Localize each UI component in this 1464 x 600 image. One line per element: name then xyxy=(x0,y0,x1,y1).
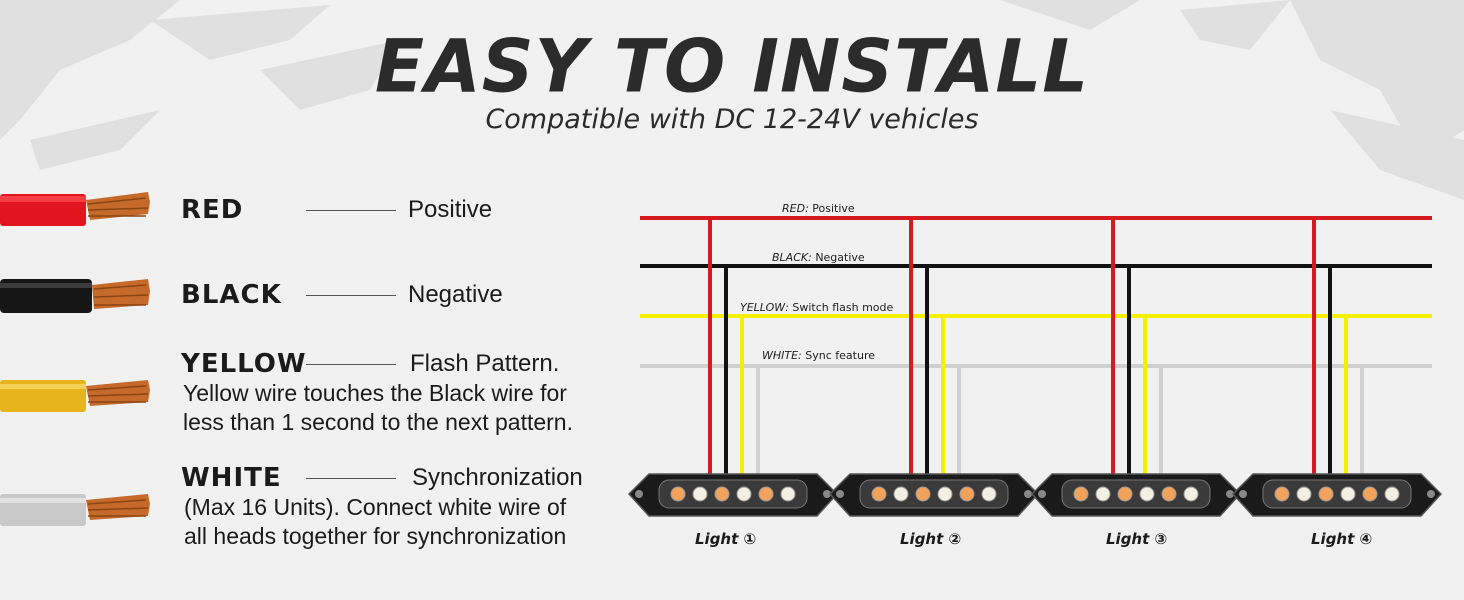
legend-red-function: Positive xyxy=(408,196,493,223)
light-1-led xyxy=(692,486,708,502)
white-bus-label-text: Sync feature xyxy=(805,349,875,362)
page-title: EASY TO INSTALL xyxy=(374,23,1090,109)
legend-white-description: (Max 16 Units). Connect white wire of al… xyxy=(184,493,566,551)
legend-white-function: Synchronization xyxy=(412,464,583,491)
legend-white-desc-line-2: all heads together for synchronization xyxy=(184,523,567,549)
light-1-head xyxy=(627,473,839,517)
light-2-led xyxy=(915,486,931,502)
legend-white-name: WHITE xyxy=(181,463,282,493)
legend-black-name: BLACK xyxy=(181,280,282,310)
light-1-white-wire xyxy=(754,364,760,474)
light-4-black-wire xyxy=(1326,264,1332,474)
light-1-led xyxy=(736,486,752,502)
red-bus-label-name: RED: xyxy=(782,202,809,215)
light-3-head xyxy=(1030,473,1242,517)
yellow-bus-label-name: YELLOW: xyxy=(740,301,789,314)
white-bus-label: WHITE: Sync feature xyxy=(762,349,875,362)
legend-black-connector xyxy=(306,295,396,296)
light-1-led xyxy=(714,486,730,502)
light-1-yellow-wire xyxy=(738,314,744,474)
light-3-black-wire xyxy=(1125,264,1131,474)
light-2-black-wire xyxy=(923,264,929,474)
light-3-led xyxy=(1095,486,1111,502)
black-bus-label-text: Negative xyxy=(815,251,865,264)
light-2-label: Light ② xyxy=(900,530,962,548)
legend-yellow-desc-line-2: less than 1 second to the next pattern. xyxy=(183,409,573,435)
light-3-white-wire xyxy=(1157,364,1163,474)
light-1-led xyxy=(758,486,774,502)
legend-yellow-name: YELLOW xyxy=(181,349,307,379)
light-heads xyxy=(627,473,1443,517)
light-3-yellow-wire xyxy=(1141,314,1147,474)
yellow-bus-label-text: Switch flash mode xyxy=(792,301,893,314)
legend-yellow-desc-line-1: Yellow wire touches the Black wire for xyxy=(183,380,567,406)
light-4-yellow-wire xyxy=(1342,314,1348,474)
light-1-led xyxy=(780,486,796,502)
yellow-bus-label: YELLOW: Switch flash mode xyxy=(740,301,894,314)
light-4-white-wire xyxy=(1358,364,1364,474)
red-cable-icon xyxy=(0,192,150,226)
legend-yellow-description: Yellow wire touches the Black wire for l… xyxy=(183,379,573,437)
legend-black-function: Negative xyxy=(408,281,503,308)
light-4-label: Light ④ xyxy=(1311,530,1373,548)
legend-red-name: RED xyxy=(181,195,244,225)
light-4-head xyxy=(1231,473,1443,517)
yellow-cable-icon xyxy=(0,380,150,412)
light-3-label: Light ③ xyxy=(1106,530,1168,548)
light-3-led xyxy=(1161,486,1177,502)
light-4-led xyxy=(1340,486,1356,502)
light-1-black-wire xyxy=(722,264,728,474)
legend-red-connector xyxy=(306,210,396,211)
light-2-head xyxy=(828,473,1040,517)
black-cable-icon xyxy=(0,279,150,313)
legend-white-desc-line-1: (Max 16 Units). Connect white wire of xyxy=(184,494,567,520)
light-1-label: Light ① xyxy=(695,530,757,548)
red-bus-label: RED: Positive xyxy=(782,202,855,215)
light-2-led xyxy=(871,486,887,502)
light-1-led xyxy=(670,486,686,502)
light-3-led xyxy=(1117,486,1133,502)
light-2-led xyxy=(981,486,997,502)
black-bus-label: BLACK: Negative xyxy=(772,251,865,264)
page-subtitle: Compatible with DC 12-24V vehicles xyxy=(485,104,979,135)
light-4-led xyxy=(1362,486,1378,502)
legend-yellow-connector xyxy=(306,364,396,365)
light-4-led xyxy=(1384,486,1400,502)
black-bus-label-name: BLACK: xyxy=(772,251,812,264)
light-2-led xyxy=(893,486,909,502)
light-4-led xyxy=(1274,486,1290,502)
legend-white-connector xyxy=(306,478,396,479)
light-2-white-wire xyxy=(955,364,961,474)
light-2-yellow-wire xyxy=(939,314,945,474)
white-bus-label-name: WHITE: xyxy=(762,349,802,362)
light-3-led xyxy=(1073,486,1089,502)
light-3-led xyxy=(1183,486,1199,502)
legend-yellow-function: Flash Pattern. xyxy=(410,350,560,377)
light-2-led xyxy=(937,486,953,502)
light-4-led xyxy=(1296,486,1312,502)
light-4-led xyxy=(1318,486,1334,502)
red-bus-label-text: Positive xyxy=(812,202,855,215)
light-drop-wires xyxy=(708,218,1364,474)
light-3-led xyxy=(1139,486,1155,502)
white-cable-icon xyxy=(0,494,150,526)
light-2-led xyxy=(959,486,975,502)
